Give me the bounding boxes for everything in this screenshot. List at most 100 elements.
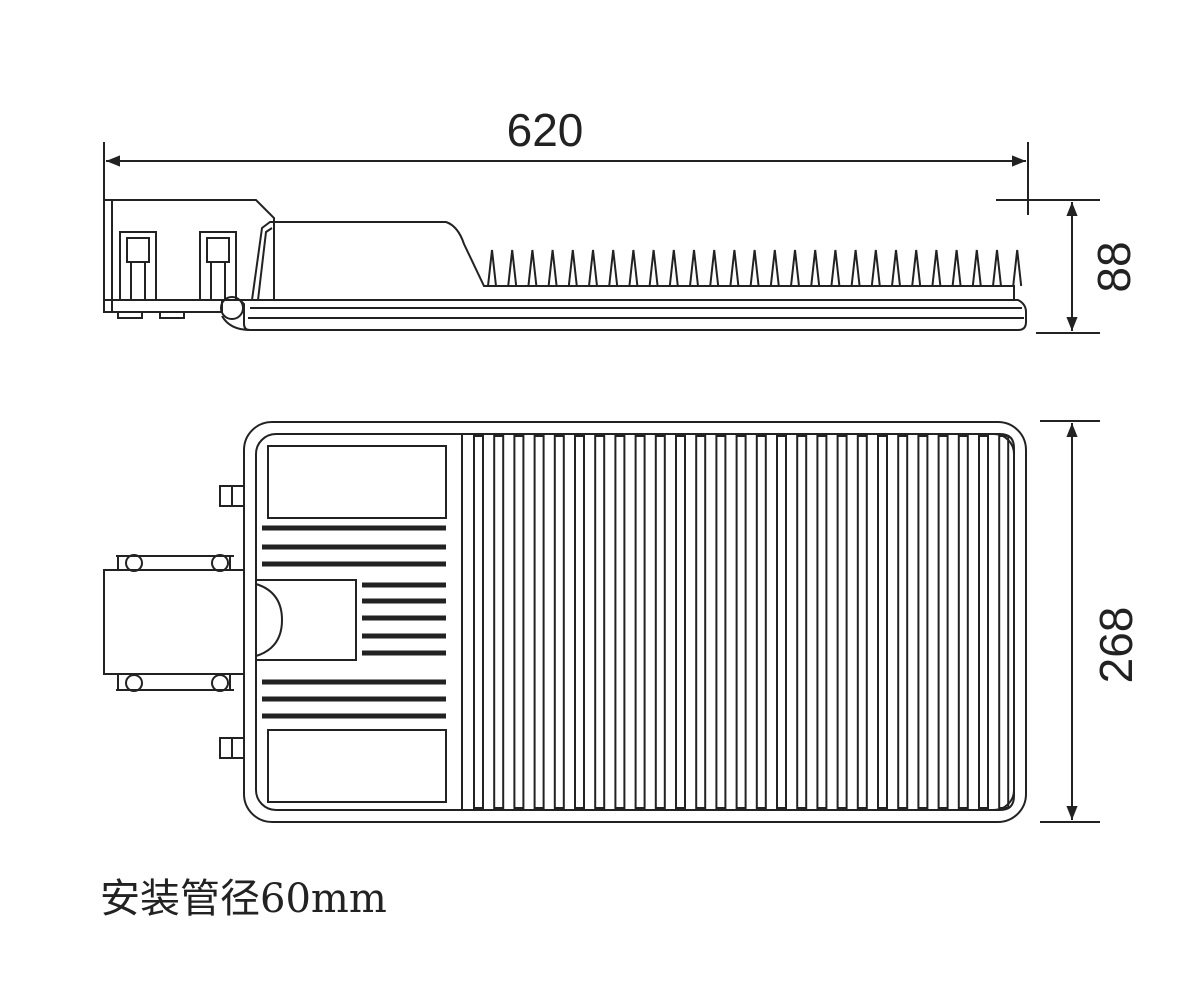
top-heatsink-fins: [473, 435, 1010, 809]
side-fin: [628, 249, 639, 287]
vent-bar: [262, 525, 446, 531]
top-fin: [473, 435, 484, 809]
top-fin: [755, 435, 767, 809]
top-fin: [675, 435, 686, 809]
vent-bar: [362, 650, 446, 656]
top-bracket-tab-edges: [116, 555, 234, 691]
side-fin: [588, 249, 598, 287]
top-fin: [533, 435, 545, 809]
top-clamp-frame: [256, 579, 357, 661]
top-fin: [877, 435, 888, 809]
length-dimension: [103, 142, 1029, 215]
height-label: 88: [1088, 241, 1140, 292]
side-fin: [689, 249, 699, 287]
side-fin: [608, 249, 619, 287]
top-fin: [634, 435, 646, 809]
top-fin: [816, 435, 828, 809]
top-vent-bars: [262, 525, 446, 719]
vent-bar: [262, 713, 446, 719]
side-fin: [547, 249, 558, 287]
top-fin: [493, 435, 505, 809]
side-housing-inner-edge: [257, 227, 273, 301]
top-clamp-curve: [255, 583, 284, 657]
top-bracket-tabs: [117, 556, 231, 690]
side-fin: [992, 249, 1002, 287]
top-fin: [513, 435, 525, 809]
side-fin: [810, 249, 821, 287]
side-heatsink-fins: [487, 249, 1023, 287]
vent-bar: [262, 561, 446, 567]
side-fin: [931, 249, 942, 287]
side-fin: [971, 249, 982, 287]
side-clamp-right: [199, 231, 237, 301]
side-view: [103, 199, 1027, 331]
top-heatsink-panel: [461, 433, 1015, 811]
top-hook-upper: [219, 485, 245, 507]
top-fin: [836, 435, 848, 809]
top-fin: [654, 435, 666, 809]
side-fin: [911, 249, 922, 287]
top-window-upper: [267, 445, 447, 519]
top-fin: [553, 435, 565, 809]
top-fin: [695, 435, 707, 809]
top-fin: [856, 435, 868, 809]
top-fin: [917, 435, 929, 809]
top-fin: [594, 435, 606, 809]
top-fin: [574, 435, 585, 809]
top-fin: [796, 435, 808, 809]
vent-bar: [262, 679, 446, 685]
side-fin: [567, 249, 578, 287]
side-fin: [769, 249, 780, 287]
side-clamp-left: [119, 231, 157, 301]
top-pole-bracket: [103, 569, 244, 675]
side-fin: [850, 249, 861, 287]
top-view: [103, 421, 1027, 823]
mounting-pipe-caption: 安装管径60mm: [100, 876, 387, 922]
top-fin: [776, 435, 787, 809]
top-bolt-4: [211, 674, 229, 692]
vent-bar: [362, 598, 446, 604]
side-lamp-body: [237, 299, 1027, 331]
vent-bar: [362, 582, 446, 588]
side-fin: [870, 249, 881, 287]
top-bolt-1: [125, 554, 143, 572]
side-fin: [1012, 249, 1023, 287]
vent-bar: [362, 633, 446, 639]
vent-bar: [262, 544, 446, 550]
top-fin: [978, 435, 989, 809]
top-window-lower: [267, 729, 447, 803]
side-fin: [709, 249, 720, 287]
side-mount-lugs: [117, 312, 185, 319]
top-fin: [957, 435, 969, 809]
side-fin: [507, 249, 518, 287]
vent-bar: [262, 696, 446, 702]
top-fin: [897, 435, 909, 809]
vent-bar: [362, 615, 446, 621]
side-fin: [487, 249, 497, 287]
side-fin: [830, 249, 841, 287]
top-housing-outline: [243, 421, 1027, 823]
top-fin: [998, 435, 1010, 809]
top-fin: [735, 435, 747, 809]
top-bolt-3: [125, 674, 143, 692]
top-bolt-2: [211, 554, 229, 572]
side-mount-bracket: [103, 199, 275, 313]
length-label: 620: [507, 104, 584, 156]
side-fin: [729, 249, 740, 287]
height-dimension: [996, 199, 1100, 334]
side-fin: [668, 249, 679, 287]
side-fin: [790, 249, 800, 287]
side-fin: [951, 249, 962, 287]
side-fin: [891, 249, 901, 287]
side-fin: [749, 249, 760, 287]
top-fin: [715, 435, 727, 809]
side-fin: [527, 249, 538, 287]
top-fin: [614, 435, 626, 809]
top-hook-lower: [219, 737, 245, 759]
side-fin: [648, 249, 659, 287]
width-label: 268: [1090, 607, 1142, 684]
width-dimension: [1040, 420, 1100, 823]
top-fin: [937, 435, 949, 809]
side-driver-housing: [251, 221, 1015, 301]
